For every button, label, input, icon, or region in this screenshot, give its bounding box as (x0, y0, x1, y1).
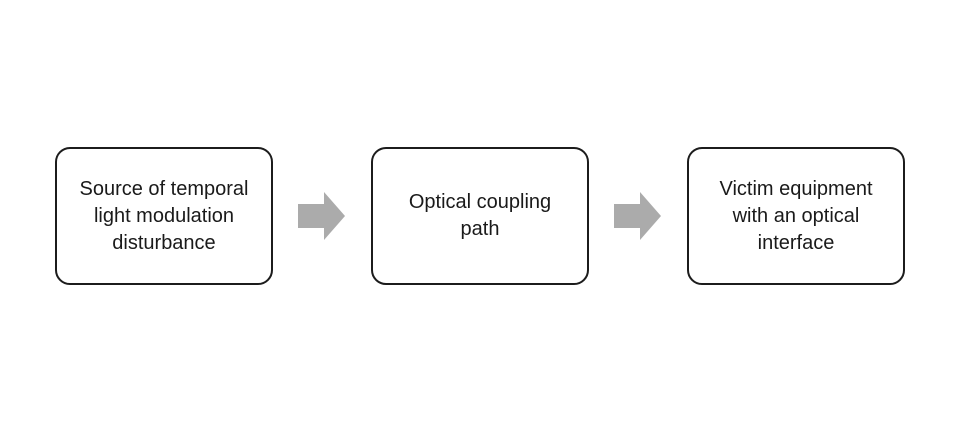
node-victim: Victim equipment with an optical interfa… (687, 147, 905, 285)
node-source-label: Source of temporal light modulation dist… (79, 177, 249, 254)
right-block-arrow-icon (614, 192, 661, 240)
flow-diagram: Source of temporal light modulation dist… (55, 147, 905, 285)
node-coupling-path: Optical coupling path (371, 147, 589, 285)
right-block-arrow-icon (298, 192, 345, 240)
node-coupling-path-label: Optical coupling path (408, 191, 552, 240)
node-victim-label: Victim equipment with an optical interfa… (719, 177, 873, 254)
node-source: Source of temporal light modulation dist… (55, 147, 273, 285)
